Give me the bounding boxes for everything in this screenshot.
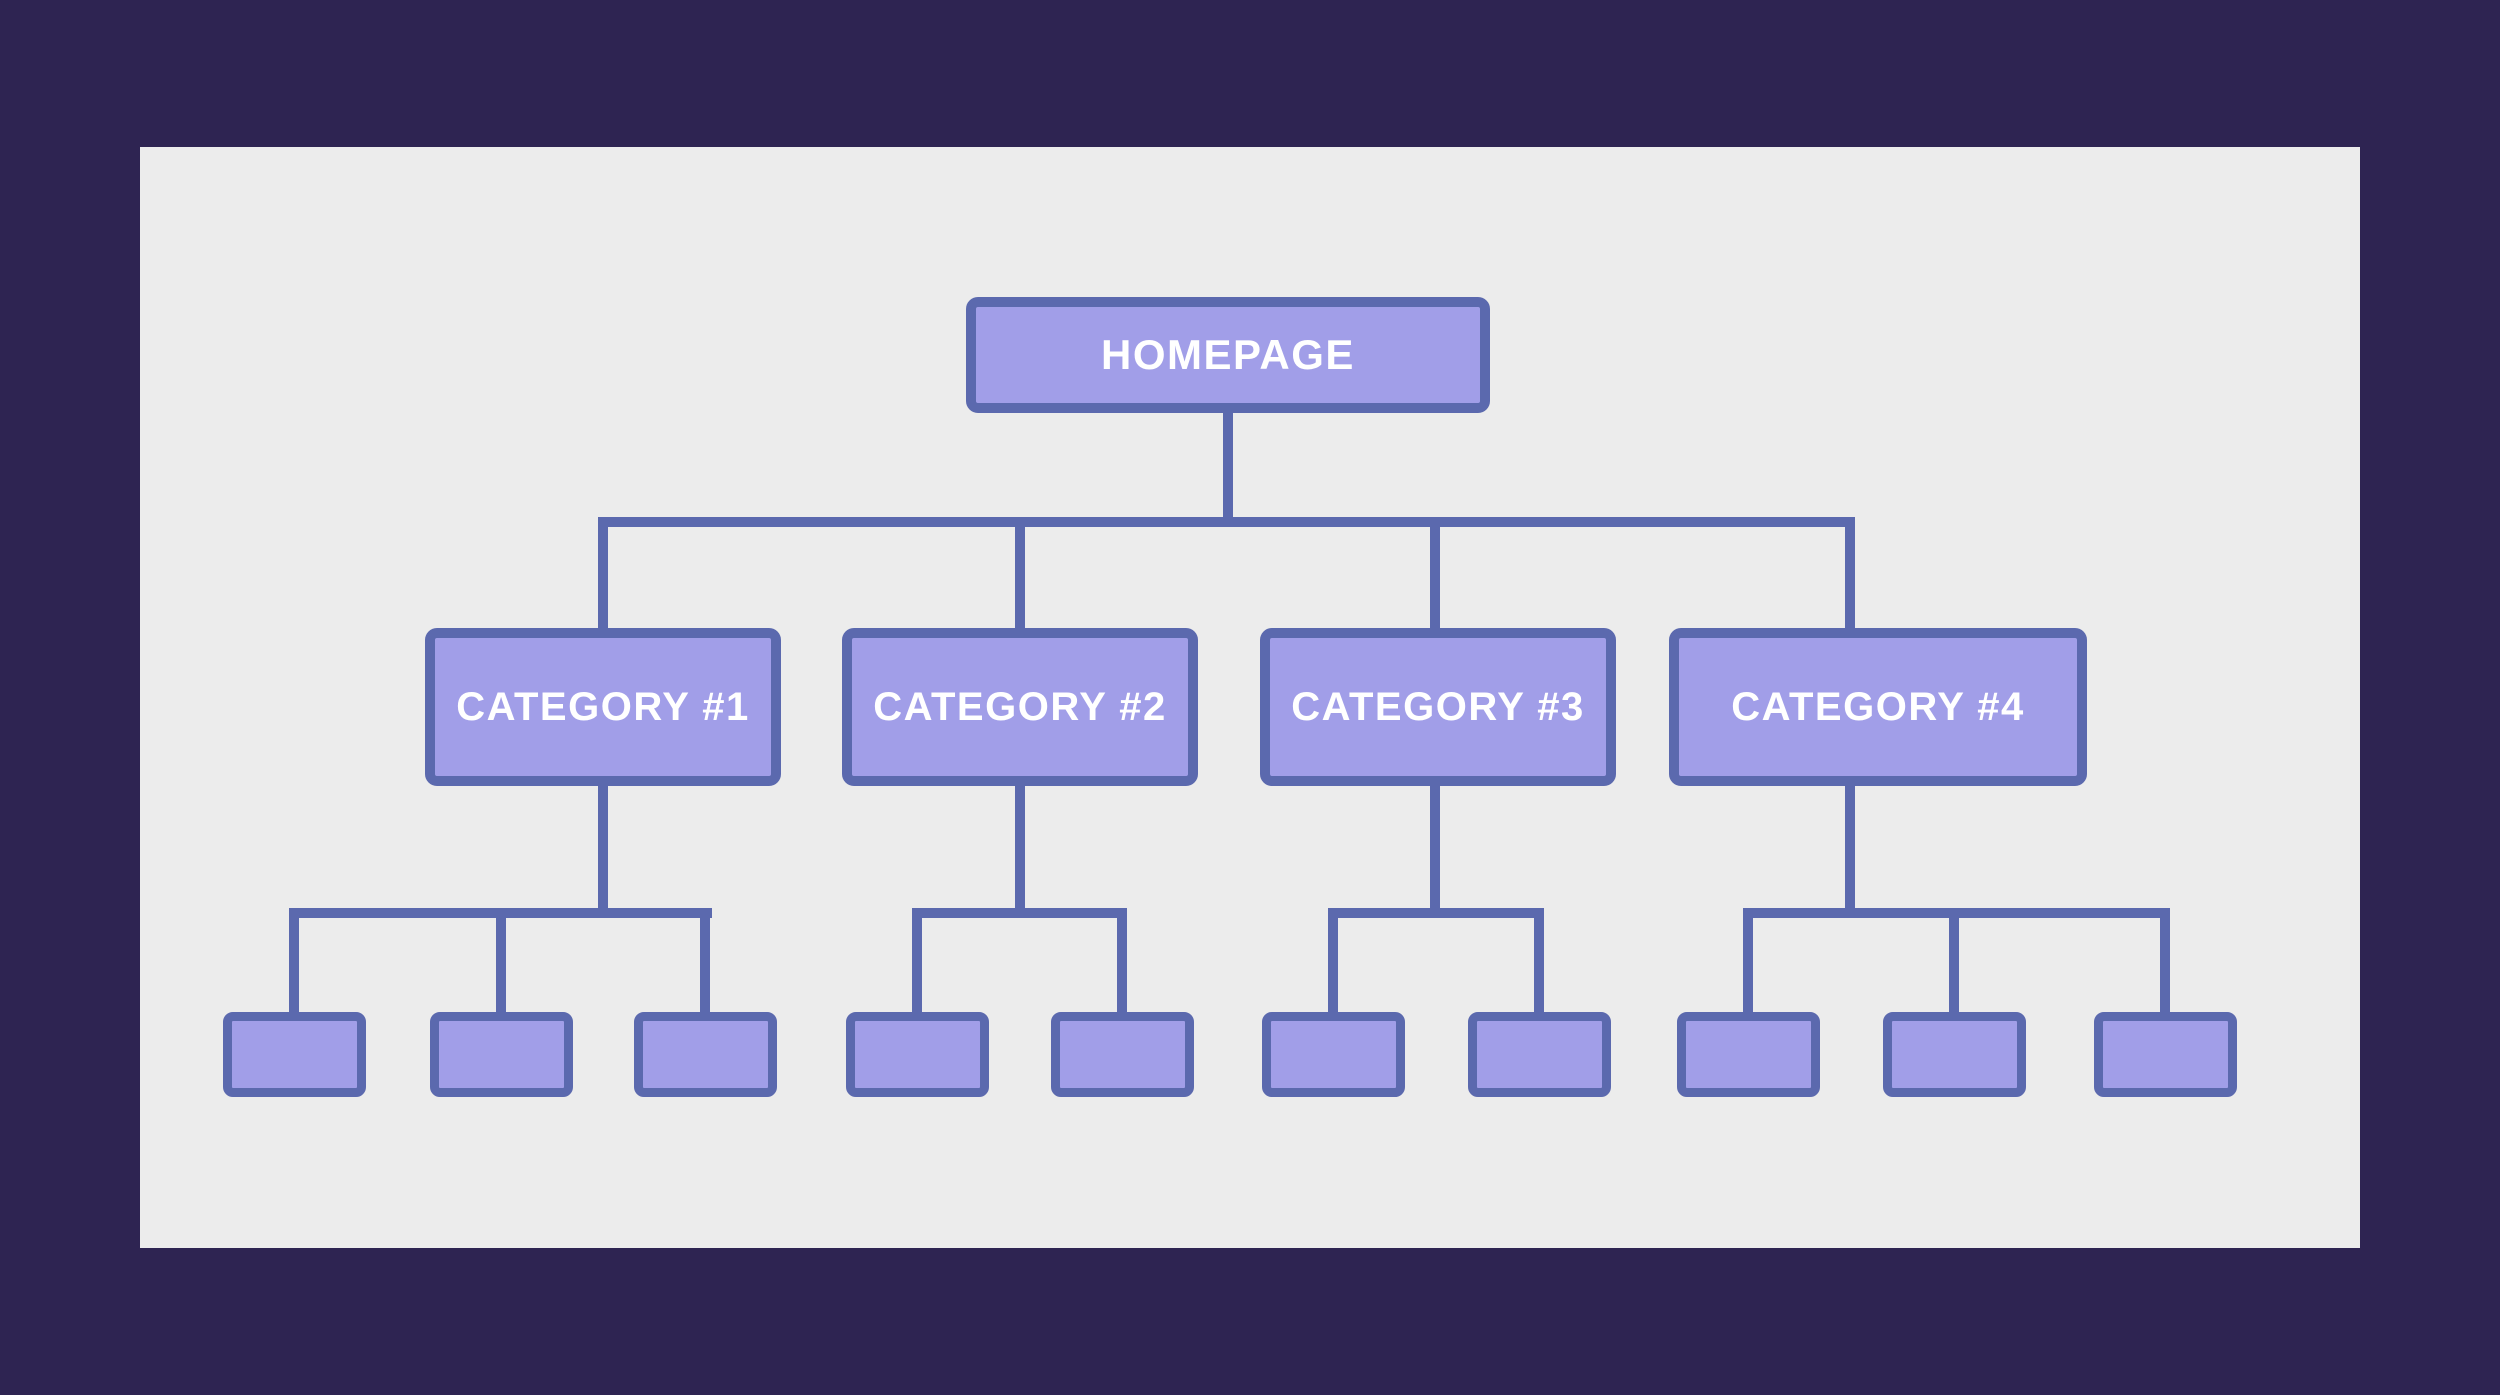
child-page-node-4b[interactable] bbox=[1883, 1012, 2026, 1097]
category-3-label: CATEGORY #3 bbox=[1291, 684, 1585, 729]
connector-drop-category-1 bbox=[598, 517, 608, 632]
child-page-node-3b[interactable] bbox=[1468, 1012, 1611, 1097]
connector-drop-child-2b bbox=[1117, 908, 1127, 1018]
child-page-node-2b[interactable] bbox=[1051, 1012, 1194, 1097]
child-page-node-1a[interactable] bbox=[223, 1012, 366, 1097]
connector-category-2-stem bbox=[1015, 782, 1025, 913]
category-4-label: CATEGORY #4 bbox=[1731, 684, 2025, 729]
connector-drop-child-3a bbox=[1328, 908, 1338, 1018]
category-node-3[interactable]: CATEGORY #3 bbox=[1260, 628, 1616, 786]
child-page-node-3a[interactable] bbox=[1262, 1012, 1405, 1097]
connector-drop-child-1c bbox=[700, 908, 710, 1018]
connector-drop-child-1b bbox=[496, 908, 506, 1018]
child-page-node-1c[interactable] bbox=[634, 1012, 777, 1097]
category-1-label: CATEGORY #1 bbox=[456, 684, 750, 729]
connector-drop-child-2a bbox=[912, 908, 922, 1018]
connector-drop-child-3b bbox=[1534, 908, 1544, 1018]
connector-drop-category-3 bbox=[1430, 517, 1440, 632]
category-2-label: CATEGORY #2 bbox=[873, 684, 1167, 729]
homepage-node[interactable]: HOMEPAGE bbox=[966, 297, 1490, 413]
category-node-2[interactable]: CATEGORY #2 bbox=[842, 628, 1198, 786]
child-page-node-1b[interactable] bbox=[430, 1012, 573, 1097]
child-page-node-4c[interactable] bbox=[2094, 1012, 2237, 1097]
category-node-4[interactable]: CATEGORY #4 bbox=[1669, 628, 2087, 786]
child-page-node-2a[interactable] bbox=[846, 1012, 989, 1097]
connector-drop-child-4b bbox=[1949, 908, 1959, 1018]
connector-drop-child-1a bbox=[289, 908, 299, 1018]
connector-homepage-stem bbox=[1223, 410, 1233, 521]
connector-trunk bbox=[598, 517, 1855, 527]
connector-category-3-stem bbox=[1430, 782, 1440, 913]
connector-category-3-row bbox=[1328, 908, 1544, 918]
child-page-node-4a[interactable] bbox=[1677, 1012, 1820, 1097]
connector-drop-child-4c bbox=[2160, 908, 2170, 1018]
connector-drop-category-2 bbox=[1015, 517, 1025, 632]
connector-category-1-stem bbox=[598, 782, 608, 913]
diagram-canvas: HOMEPAGE CATEGORY #1 CATEGORY #2 CATEGOR… bbox=[140, 147, 2360, 1248]
connector-category-4-stem bbox=[1845, 782, 1855, 913]
connector-category-2-row bbox=[912, 908, 1127, 918]
homepage-label: HOMEPAGE bbox=[1101, 331, 1355, 378]
connector-drop-child-4a bbox=[1743, 908, 1753, 1018]
connector-drop-category-4 bbox=[1845, 517, 1855, 632]
category-node-1[interactable]: CATEGORY #1 bbox=[425, 628, 781, 786]
